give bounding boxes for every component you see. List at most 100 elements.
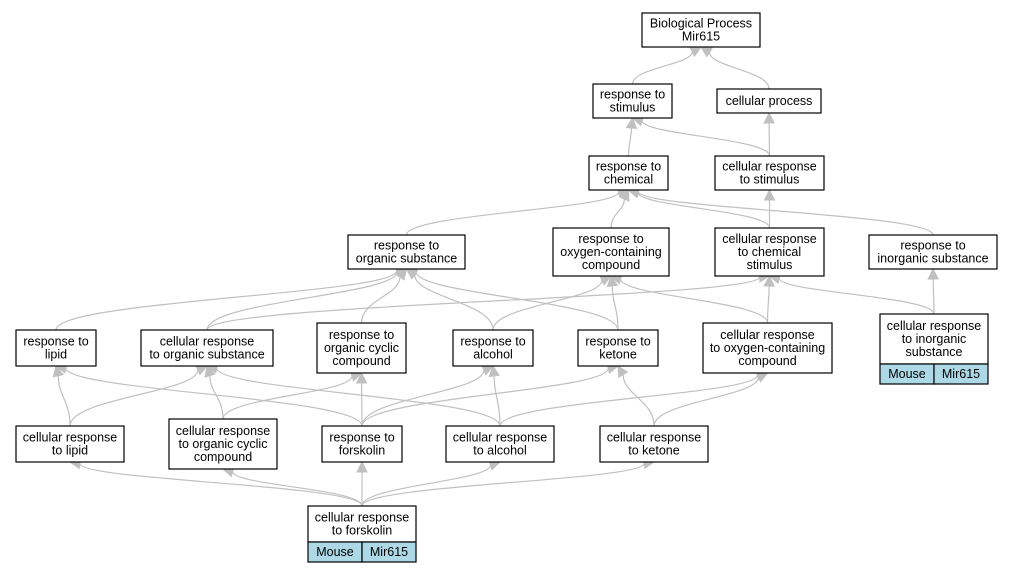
tag-box [933,363,989,385]
edge-ralc-to-roxy [492,275,613,331]
gene-tag: Mir615 [361,541,417,563]
edge-rchem-to-rstim [625,116,638,157]
edge-line [637,190,934,236]
edge-cralc-to-croxy [499,369,769,427]
term-label-line: compound [738,354,796,368]
edge-crocc-to-crorg [204,364,224,420]
term-box [599,425,709,463]
term-box [15,329,97,367]
tag-label: Mouse [316,545,354,559]
arrowhead-icon [488,364,500,378]
edge-line [206,271,398,331]
term-label-line: ketone [599,348,637,362]
edge-crforsk-to-crket [361,457,656,507]
arrowhead-icon [763,188,776,201]
edge-rlipid-to-rorg [55,265,408,331]
term-label-line: compound [582,258,640,272]
edge-crinorg-to-crchem [768,272,935,315]
term-label-line: to oxygen-containing [710,341,825,355]
term-box [552,227,670,277]
term-label-line: cellular process [726,94,813,108]
term-label-line: to chemical [738,245,801,259]
edge-ralc-to-rorg [405,268,494,331]
edge-line [232,471,363,507]
arrowhead-icon [927,267,940,280]
arrowhead-icon [356,460,368,473]
edge-line [216,367,501,427]
edge-line [499,374,759,427]
term-box [140,329,274,367]
term-label-line: compound [332,354,390,368]
edge-crforsk-to-cralc [361,459,502,507]
term-box [307,505,417,543]
term-label-line: response to [578,232,643,246]
arrowhead-icon [618,188,630,202]
term-box [168,418,278,470]
term-box [15,425,125,463]
term-label-line: to organic substance [149,348,264,362]
edge-line [206,276,761,331]
edge-line [766,285,770,324]
edge-crchem-to-crstim [763,188,776,228]
term-label-line: to inorganic [902,332,967,346]
edge-crlipid-to-rlipid [52,364,71,427]
edge-crstim-to-cproc [763,111,775,157]
term-label-line: alcohol [473,348,513,362]
term-label-line: response to [374,239,439,253]
term-box [702,322,833,374]
arrowhead-icon [625,116,638,130]
tag-label: Mir615 [942,367,980,381]
term-box [641,12,761,48]
term-box [868,234,998,270]
edge-line [932,278,935,315]
term-label-line: response to [600,88,665,102]
edge-line [65,367,363,427]
edge-line [631,51,693,85]
edge-line [57,375,71,427]
term-label-line: to organic cyclic [179,437,268,451]
term-box [445,425,555,463]
term-box [879,313,989,365]
edge-crlipid-to-crorg [69,364,209,427]
edge-line [610,199,625,229]
arrowhead-icon [763,111,775,124]
edge-line [55,270,398,331]
term-label-line: response to [23,335,88,349]
arrowhead-icon [763,274,775,287]
term-box [716,88,822,114]
edge-crket-to-rket [617,365,655,427]
term-label-line: oxygen-containing [560,245,662,259]
edge-line [622,374,655,427]
gene-tag: Mir615 [933,363,989,385]
edge-line [361,462,645,507]
edge-line [641,120,771,157]
term-box [452,329,534,367]
edge-croxy-to-crchem [763,274,775,324]
term-label-line: inorganic substance [877,252,988,266]
term-label-line: response to [460,335,525,349]
term-label-line: cellular response [887,319,982,333]
term-node-cproc[interactable]: cellular process [716,88,822,114]
